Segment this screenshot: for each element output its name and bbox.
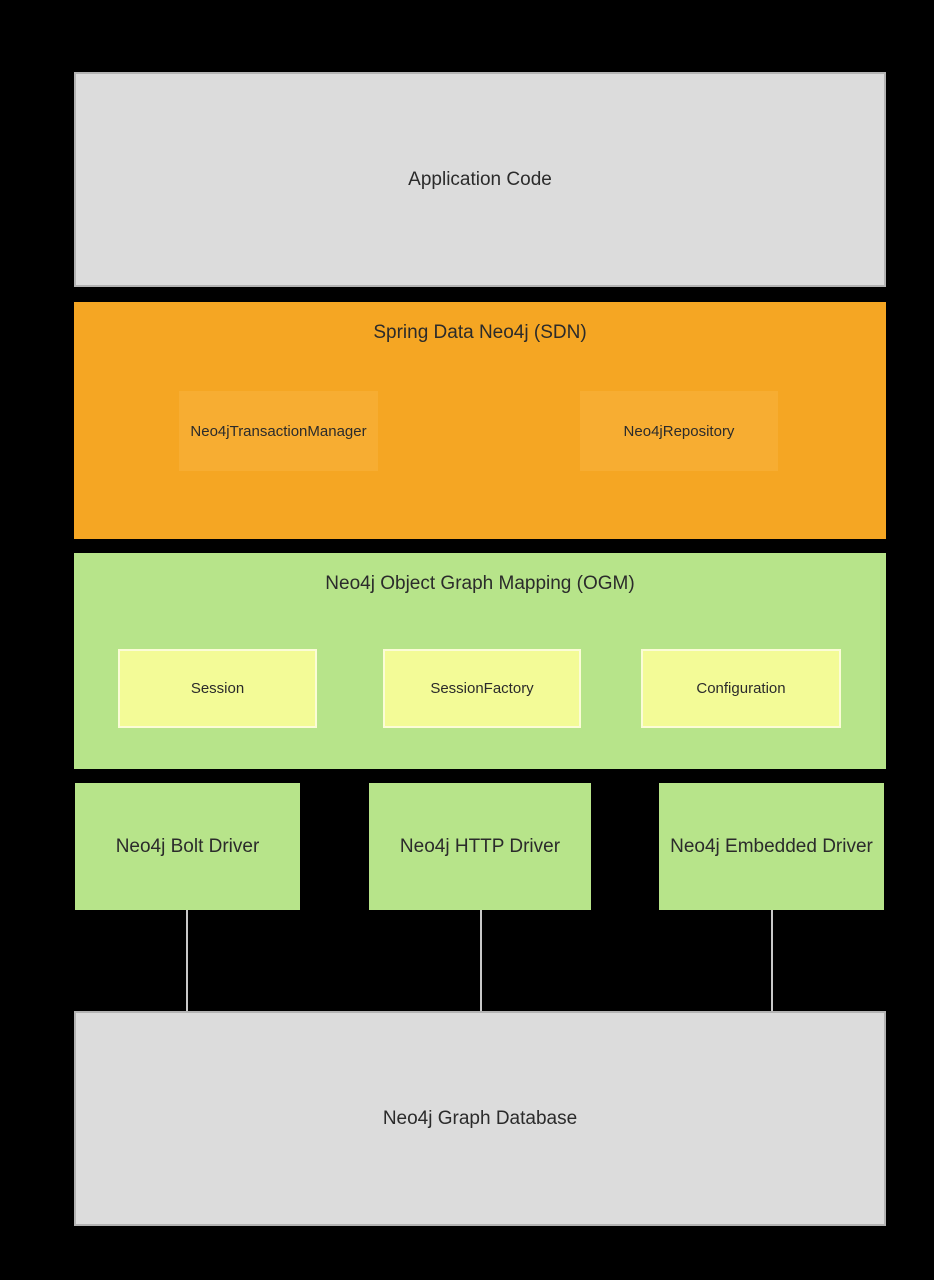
- embedded-driver-label: Neo4j Embedded Driver: [670, 835, 873, 857]
- bolt-driver-label: Neo4j Bolt Driver: [115, 835, 260, 857]
- http-driver-box: Neo4j HTTP Driver: [369, 783, 591, 910]
- graph-database-box: Neo4j Graph Database: [74, 1011, 886, 1226]
- session-label: Session: [190, 680, 245, 697]
- http-driver-label: Neo4j HTTP Driver: [399, 835, 561, 857]
- sdn-layer-box: Spring Data Neo4j (SDN) Neo4jTransaction…: [74, 302, 886, 539]
- http-driver-connector-line: [480, 910, 482, 1011]
- ogm-layer-title: Neo4j Object Graph Mapping (OGM): [325, 573, 635, 594]
- configuration-label: Configuration: [696, 680, 786, 697]
- bolt-driver-box: Neo4j Bolt Driver: [75, 783, 300, 910]
- bolt-driver-connector-line: [186, 910, 188, 1011]
- session-factory-label: SessionFactory: [430, 680, 534, 697]
- application-code-label: Application Code: [408, 168, 552, 190]
- neo4j-transaction-manager-label: Neo4jTransactionManager: [190, 422, 367, 440]
- graph-database-label: Neo4j Graph Database: [382, 1107, 578, 1129]
- neo4j-repository-box: Neo4jRepository: [580, 391, 778, 471]
- configuration-box: Configuration: [641, 649, 841, 728]
- application-code-box: Application Code: [74, 72, 886, 287]
- session-box: Session: [118, 649, 317, 728]
- embedded-driver-box: Neo4j Embedded Driver: [659, 783, 884, 910]
- ogm-layer-box: Neo4j Object Graph Mapping (OGM) Session…: [74, 553, 886, 769]
- neo4j-repository-label: Neo4jRepository: [623, 422, 735, 440]
- embedded-driver-connector-line: [771, 910, 773, 1011]
- neo4j-transaction-manager-box: Neo4jTransactionManager: [179, 391, 378, 471]
- sdn-layer-title: Spring Data Neo4j (SDN): [373, 322, 587, 343]
- session-factory-box: SessionFactory: [383, 649, 581, 728]
